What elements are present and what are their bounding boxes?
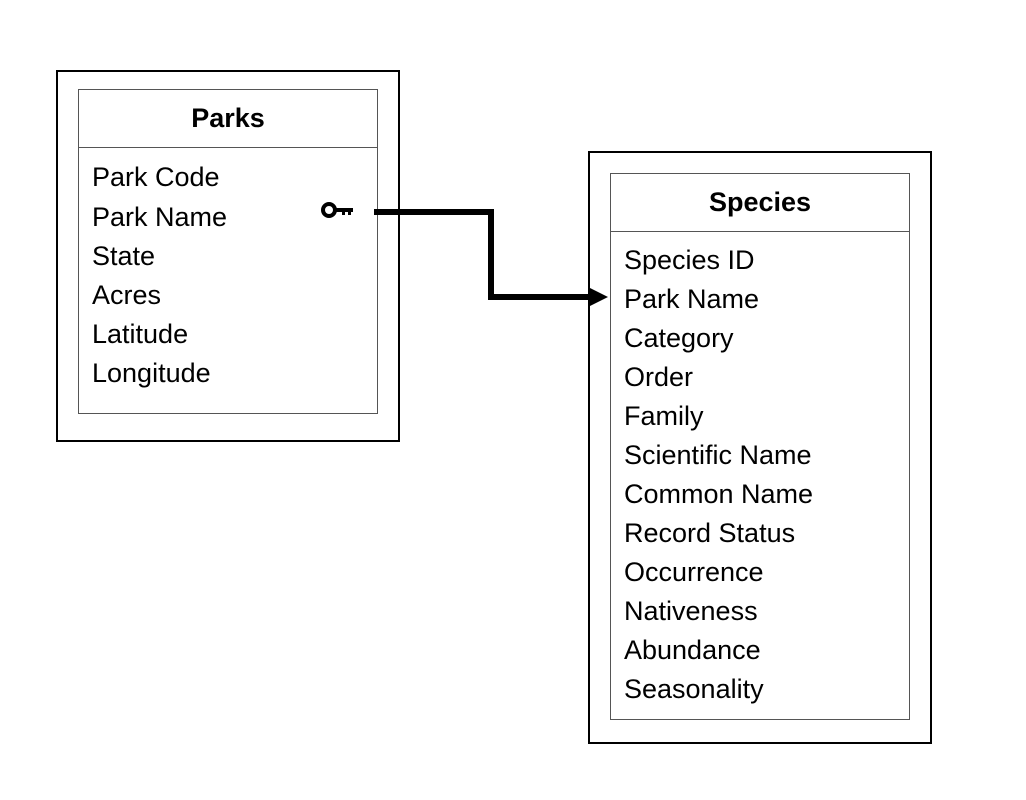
parks-field: Park Code bbox=[92, 162, 220, 192]
species-field: Scientific Name bbox=[624, 440, 812, 470]
species-field: Abundance bbox=[624, 635, 761, 665]
parks-table-outer-frame: Parks Park Code Park Name State Acres La… bbox=[56, 70, 400, 442]
species-field: Common Name bbox=[624, 479, 814, 509]
species-field: Category bbox=[624, 323, 734, 353]
parks-field: Longitude bbox=[92, 358, 211, 388]
parks-field: Acres bbox=[92, 280, 162, 310]
parks-field: Latitude bbox=[92, 319, 189, 349]
species-field-list: Species ID Park Name Category Order Fami… bbox=[624, 241, 813, 709]
parks-table-title: Parks bbox=[79, 90, 377, 148]
parks-table: Parks Park Code Park Name State Acres La… bbox=[78, 89, 378, 414]
species-field: Seasonality bbox=[624, 674, 764, 704]
relationship-line bbox=[374, 209, 592, 300]
species-field: Order bbox=[624, 362, 694, 392]
species-field: Nativeness bbox=[624, 596, 758, 626]
parks-field: Park Name bbox=[92, 202, 228, 232]
parks-field-list: Park Code Park Name State Acres Latitude… bbox=[92, 157, 227, 393]
species-field: Park Name bbox=[624, 284, 760, 314]
species-table-title: Species bbox=[611, 174, 909, 232]
species-field: Family bbox=[624, 401, 704, 431]
species-table-outer-frame: Species Species ID Park Name Category Or… bbox=[588, 151, 932, 744]
species-field: Record Status bbox=[624, 518, 796, 548]
species-field: Species ID bbox=[624, 245, 755, 275]
species-field: Occurrence bbox=[624, 557, 764, 587]
species-table: Species Species ID Park Name Category Or… bbox=[610, 173, 910, 720]
parks-field: State bbox=[92, 241, 156, 271]
